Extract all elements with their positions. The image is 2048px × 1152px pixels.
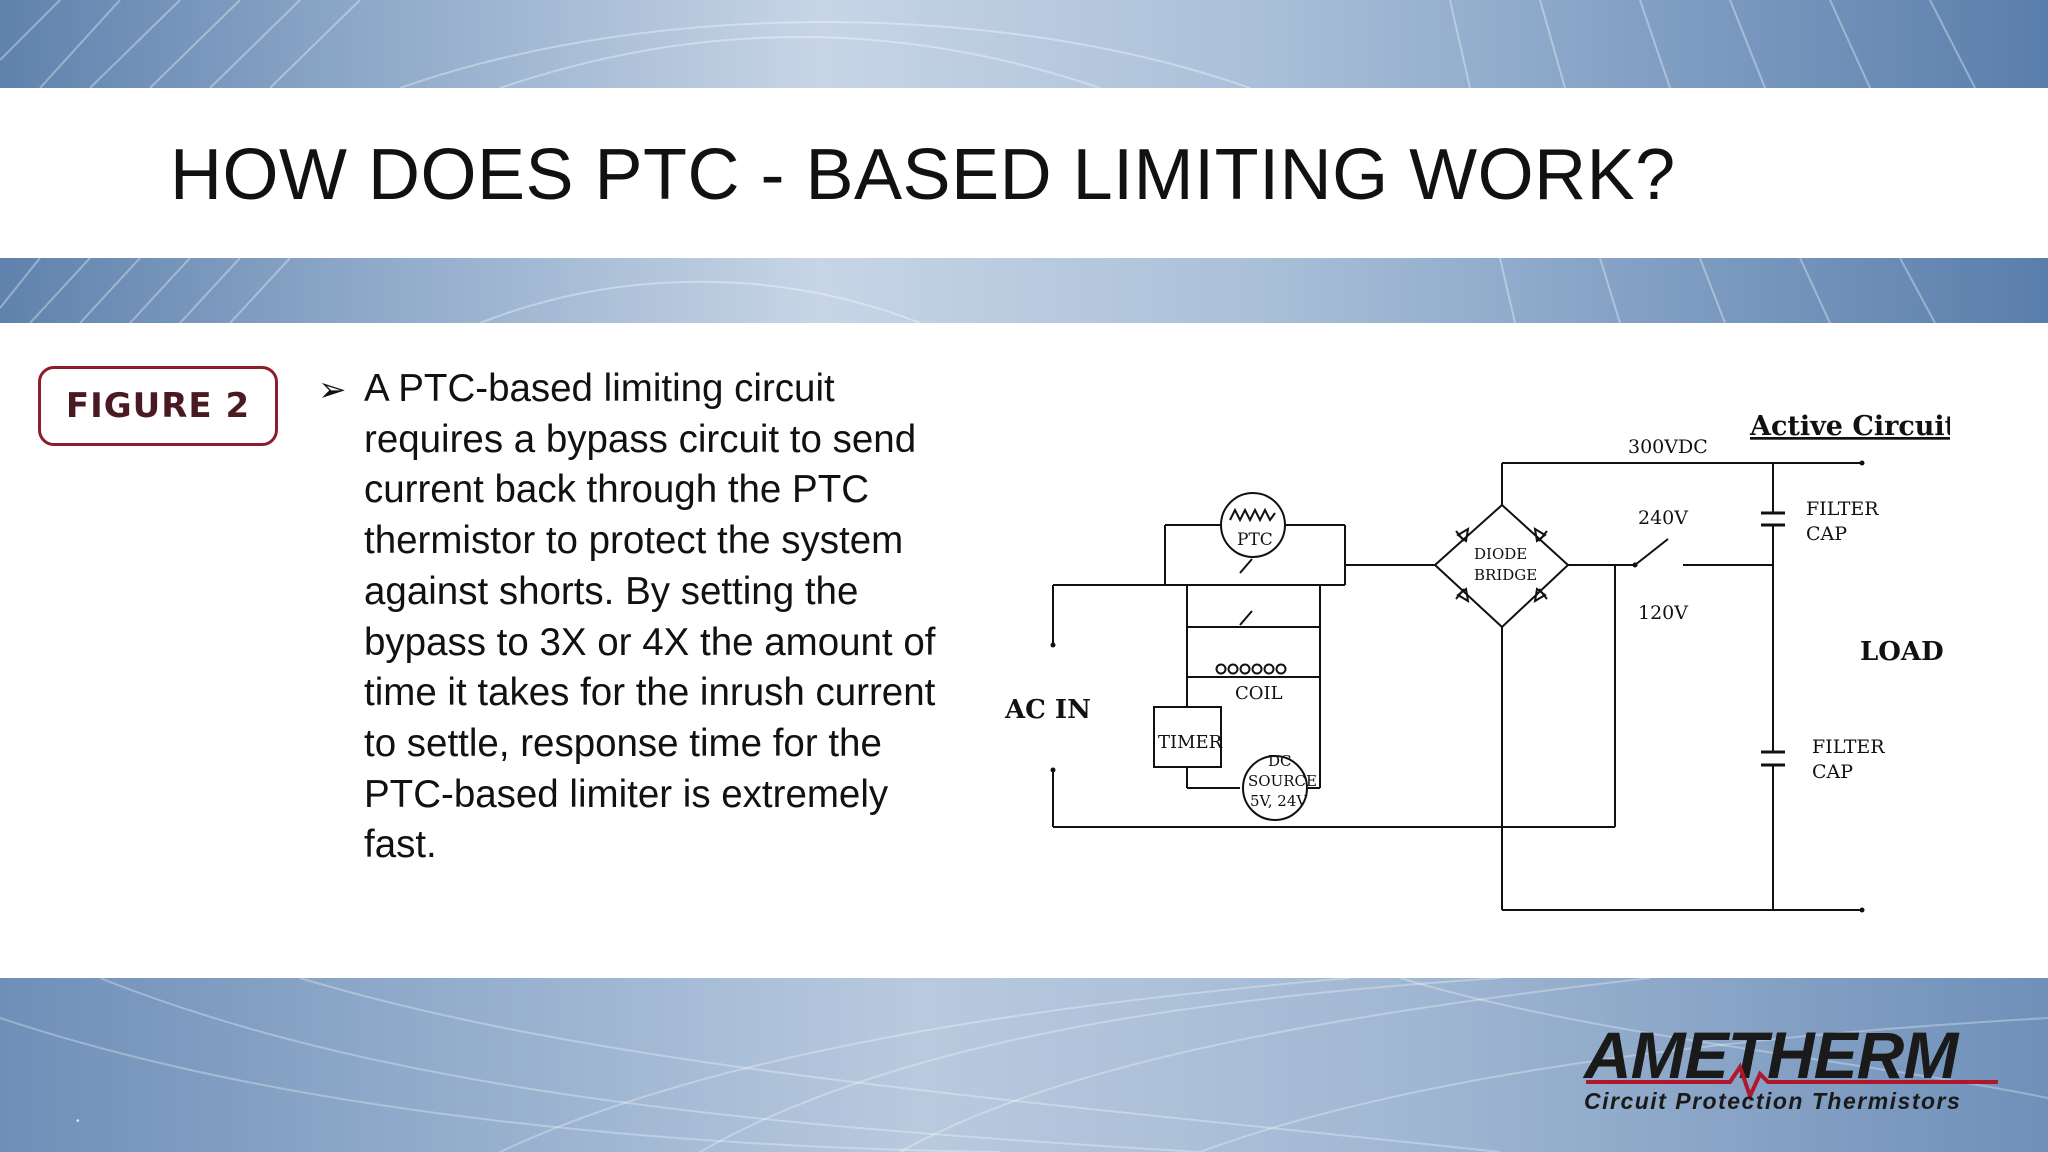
load-label: LOAD	[1860, 637, 1944, 667]
dc-source-label-1: DC	[1268, 752, 1292, 770]
ptc-label: PTC	[1237, 530, 1273, 550]
footer-band	[0, 978, 2048, 1152]
diode-bridge-label-2: BRIDGE	[1474, 566, 1537, 584]
slide-title: HOW DOES PTC - BASED LIMITING WORK?	[170, 135, 1676, 215]
ptc-thermistor-icon	[1220, 492, 1286, 558]
timer-box	[1153, 706, 1222, 768]
filter-cap-top-label-1: FILTER	[1806, 498, 1879, 520]
terminal-dots	[1050, 460, 1865, 913]
filter-cap-bottom-label-1: FILTER	[1812, 736, 1885, 758]
figure-label: FIGURE 2	[38, 366, 278, 446]
figure-label-text: FIGURE 2	[65, 386, 251, 426]
corner-mark: •	[76, 1116, 80, 1127]
capacitor-symbols	[1761, 511, 1785, 767]
timer-label: TIMER	[1158, 732, 1223, 753]
diode-bridge-label-1: DIODE	[1474, 545, 1527, 563]
filter-cap-bottom-label-2: CAP	[1812, 761, 1853, 783]
dc-source-label-3: 5V, 24V	[1250, 792, 1308, 810]
voltage-300vdc-label: 300VDC	[1628, 436, 1708, 458]
header-band	[0, 0, 2048, 88]
bullet-text: A PTC-based limiting circuit requires a …	[364, 367, 936, 867]
divider-band	[0, 258, 2048, 323]
filter-cap-top-label-2: CAP	[1806, 523, 1847, 545]
ametherm-logo: AMETHERM	[1582, 1018, 1998, 1102]
coil-icon	[1215, 663, 1287, 675]
band-pattern	[0, 0, 1976, 88]
band-pattern	[0, 258, 1936, 323]
logo-tagline: Circuit Protection Thermistors	[1584, 1088, 1962, 1114]
circuit-wires	[1052, 462, 1862, 911]
voltage-120v-label: 120V	[1638, 602, 1688, 624]
circuit-diagram: Active Circuit AC IN PTC COIL TIMER DC S…	[1004, 411, 1950, 913]
diagram-heading: Active Circuit	[1749, 411, 1950, 442]
bullet-arrow-icon: ➢	[318, 370, 347, 410]
diode-icon	[1455, 527, 1548, 603]
coil-label: COIL	[1235, 683, 1283, 704]
logo-wordmark: AMETHERM	[1582, 1018, 1960, 1092]
ac-in-label: AC IN	[1004, 695, 1091, 725]
dc-source-icon	[1242, 755, 1308, 821]
title-bar	[0, 88, 2048, 258]
dc-source-label-2: SOURCE	[1248, 772, 1317, 790]
voltage-240v-label: 240V	[1638, 507, 1688, 529]
logo-pulse-line	[1586, 1062, 1998, 1102]
